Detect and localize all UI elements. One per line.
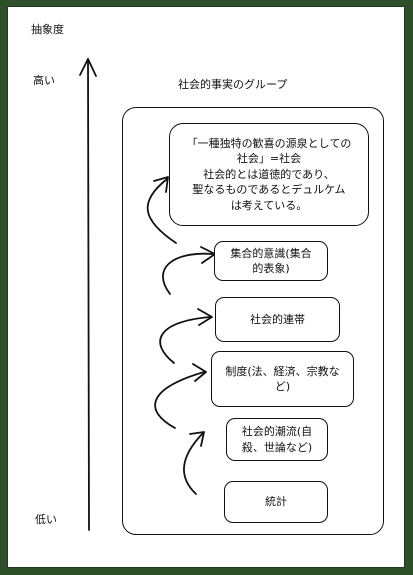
node-social-currents: 社会的潮流(自 殺、世論など) <box>226 418 328 461</box>
axis-title: 抽象度 <box>31 23 64 36</box>
social-facts-group <box>122 107 384 535</box>
arrow-collective-to-society <box>146 178 177 244</box>
node-institution: 制度(法、経済、宗教な ど) <box>211 351 354 407</box>
abstraction-axis-arrowhead <box>79 58 97 77</box>
axis-low-label: 低い <box>35 513 57 526</box>
node-society: 「一種独特の歓喜の源泉としての 社会」=社会 社会的とは道徳的であり、 聖なるも… <box>169 123 369 226</box>
arrow-currents-to-institution <box>154 371 205 429</box>
node-social-solidarity: 社会的連帯 <box>215 297 340 342</box>
diagram-canvas: 抽象度 高い 低い 社会的事実のグループ 「一種独特の歓喜の源泉とし <box>7 6 405 568</box>
group-title: 社会的事実のグループ <box>178 78 288 91</box>
node-statistics: 統計 <box>224 481 328 523</box>
arrow-statistics-to-currents <box>183 432 204 495</box>
axis-high-label: 高い <box>33 74 55 87</box>
arrow-solidarity-to-collective <box>162 252 214 295</box>
arrow-institution-to-solidarity <box>159 316 211 364</box>
abstraction-axis-arrow <box>87 58 90 531</box>
arrows-layer <box>79 58 216 531</box>
node-collective-consciousness: 集合的意識(集合 的表象) <box>214 241 328 281</box>
